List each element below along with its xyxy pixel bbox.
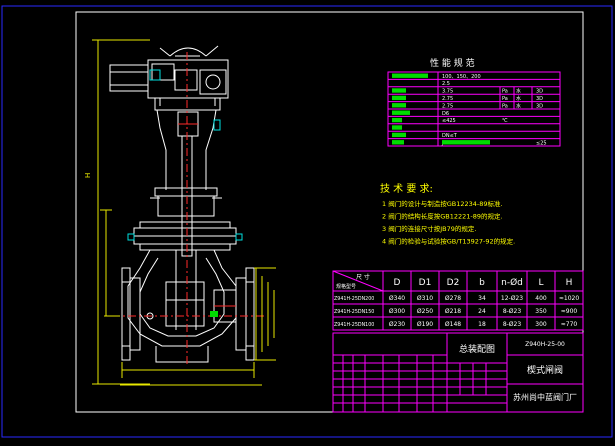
performance-label-bar	[392, 95, 406, 101]
dimension-cell: Ø340	[389, 295, 405, 302]
dimension-cell: 400	[535, 295, 547, 302]
performance-row-extra: ≤25	[536, 140, 547, 146]
tech-requirement-item: 4 阀门的检验与试验按GB/T13927-92的规定.	[382, 237, 515, 246]
product-name: 楔式闸阀	[527, 364, 563, 376]
drawing-frame	[75, 11, 584, 413]
performance-row-unit: Pa	[502, 103, 508, 109]
dimension-cell: Ø300	[389, 308, 405, 315]
performance-label-bar	[392, 110, 410, 115]
performance-label-bar	[392, 88, 406, 93]
dimension-cell: Ø230	[389, 321, 405, 328]
dimension-column-header: n-Ød	[501, 277, 523, 288]
dimension-row-model: Z941H-25DN150	[334, 309, 374, 315]
title-block-border	[332, 332, 584, 413]
valve-drawing	[109, 45, 262, 386]
dimension-cell: 8-Ø23	[503, 308, 522, 315]
performance-label-bar	[392, 117, 402, 123]
dimension-column-header: D	[394, 278, 401, 288]
dimension-column-header: L	[538, 278, 543, 288]
performance-row-value: ≤425	[442, 118, 456, 124]
performance-row-unit: Pa	[502, 96, 508, 102]
performance-label-bar	[392, 140, 404, 145]
performance-label-bar	[392, 125, 402, 130]
valve-body	[127, 249, 237, 347]
dimension-column-header: D2	[447, 278, 460, 288]
dimension-column-header: H	[566, 278, 573, 288]
performance-row-extra: 3D	[536, 96, 543, 102]
tech-requirement-item: 3 阀门的连接尺寸按JB79的规定.	[382, 224, 476, 233]
dimension-column-header: D1	[419, 278, 432, 288]
dimension-cell: 300	[535, 321, 547, 328]
dimension-cell: ≈770	[561, 321, 578, 328]
green-marker	[210, 311, 218, 317]
dimension-cell: 12-Ø23	[501, 295, 523, 302]
yoke	[150, 109, 222, 217]
performance-table-title: 性 能 规 范	[430, 57, 475, 69]
company-name: 苏州尚中蓝阀门厂	[513, 392, 577, 402]
electric-actuator	[109, 45, 229, 111]
part-markers	[127, 69, 243, 241]
dimension-cell: Ø250	[417, 308, 433, 315]
dimension-cell: Ø190	[417, 321, 433, 328]
performance-label-bar	[392, 73, 428, 78]
performance-row-extra: 3D	[536, 103, 543, 109]
dimension-cell: Ø310	[417, 295, 433, 302]
center-lines	[112, 52, 266, 366]
dimension-cell: 350	[535, 308, 547, 315]
performance-label-bar	[392, 103, 406, 108]
dimension-table-header-top: 尺 寸	[356, 273, 370, 281]
tech-requirement-item: 1 阀门的设计与制造按GB12234-89标准.	[382, 199, 503, 208]
right-flange	[213, 267, 255, 361]
dimension-cell: 34	[478, 295, 486, 302]
dimension-cell: 24	[478, 308, 486, 315]
performance-row-value: 3.75	[442, 89, 453, 95]
dimension-cell: ≈1020	[559, 295, 579, 302]
dimension-column-header: b	[479, 278, 485, 288]
performance-row-medium: 水	[516, 88, 521, 95]
drawing-number: Z940H-25-00	[525, 341, 565, 348]
performance-label-bar	[392, 132, 406, 138]
performance-row-medium: 水	[516, 102, 521, 109]
performance-row-unit: ℃	[502, 118, 508, 124]
performance-row-medium: 水	[516, 95, 521, 102]
performance-row-value: DN≤T	[442, 133, 458, 139]
tech-requirements-list: 1 阀门的设计与制造按GB12234-89标准. 2 阀门的结构长度按GB1222…	[382, 199, 515, 246]
drawing-name: 总装配图	[459, 343, 495, 355]
tech-requirement-item: 2 阀门的结构长度按GB12221-89的规定.	[382, 212, 503, 221]
performance-row-value: 2.5	[442, 81, 450, 87]
dimension-label-h: H	[84, 173, 92, 178]
performance-row-value: 100、150、200	[442, 74, 481, 80]
performance-row-value: 2.75	[442, 96, 453, 102]
performance-row-value: D6	[442, 111, 449, 117]
tech-requirements-title: 技 术 要 求:	[380, 182, 433, 195]
dimension-cell: Ø218	[445, 308, 461, 315]
dimensions	[92, 39, 276, 385]
dimension-cell: Ø278	[445, 295, 461, 302]
performance-row-unit: Pa	[502, 89, 508, 95]
dimension-table-header-diagonal	[332, 270, 384, 292]
performance-status-bar	[442, 140, 490, 145]
outer-frame	[1, 5, 613, 438]
performance-row-extra: 3D	[536, 89, 543, 95]
dimension-cell: ≈900	[561, 308, 578, 315]
dimension-cell: 18	[478, 321, 486, 328]
left-flange	[121, 267, 141, 361]
dimension-row-model: Z941H-25DN200	[334, 296, 374, 302]
performance-row-value: 2.75	[442, 103, 453, 109]
dimension-table-header-bottom: 规格型号	[336, 283, 356, 290]
dimension-row-model: Z941H-25DN100	[334, 322, 374, 328]
dimension-cell: 8-Ø23	[503, 321, 522, 328]
dimension-cell: Ø148	[445, 321, 461, 328]
bonnet-flange	[133, 221, 237, 251]
